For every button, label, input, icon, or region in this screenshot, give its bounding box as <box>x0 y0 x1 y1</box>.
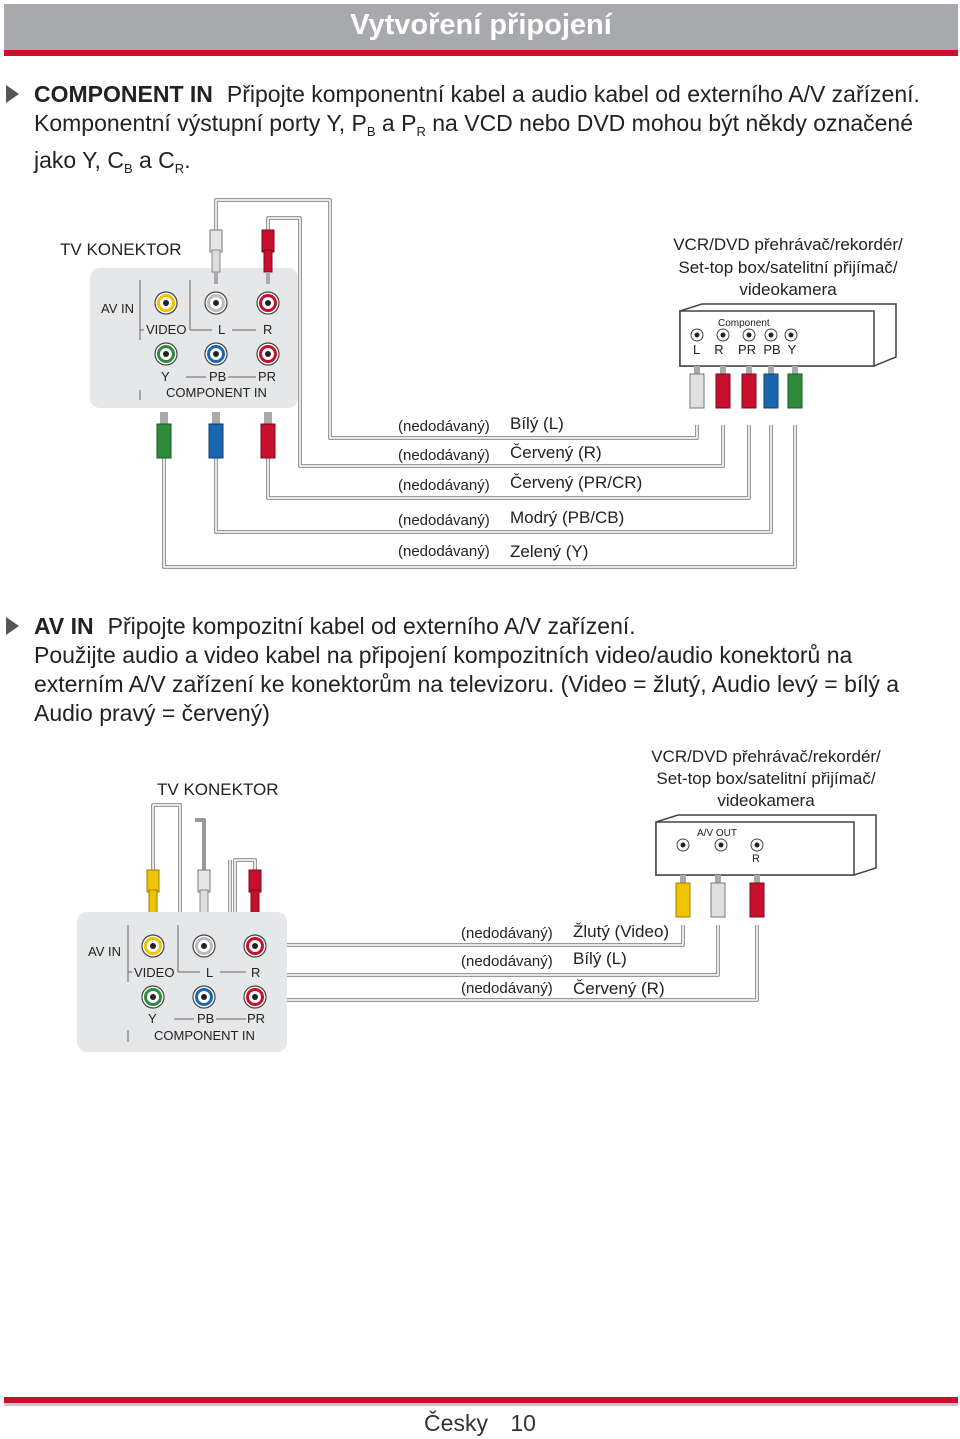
diagram1-not-supplied-4: (nedodávaný) <box>398 512 490 529</box>
section2-line3: externím A/V zařízení ke konektorům na t… <box>34 671 900 697</box>
diagram1-device-line1: VCR/DVD přehrávač/rekordér/ <box>673 235 903 254</box>
diagram1-cable-label-y: Zelený (Y) <box>510 542 588 561</box>
diagram2-r-label: R <box>251 965 260 980</box>
footer: Česky 10 <box>0 1410 960 1437</box>
diagram1-y-label: Y <box>161 369 170 384</box>
diagram2-audio-l-jack-icon <box>192 934 216 958</box>
diagram2-l-label: L <box>206 965 213 980</box>
diagram1-not-supplied-5: (nedodávaný) <box>398 543 490 560</box>
diagram2-not-supplied-2: (nedodávaný) <box>461 953 553 970</box>
diagram1-video-jack-icon <box>154 291 178 315</box>
diagram2-tv-label: TV KONEKTOR <box>157 780 279 799</box>
diagram2-not-supplied-3: (nedodávaný) <box>461 980 553 997</box>
diagram1-device-ports-label: L R PR PB Y <box>693 342 797 357</box>
diagram2-tv-panel <box>77 912 287 1052</box>
diagram2-pb-label: PB <box>197 1011 214 1026</box>
page-title: Vytvoření připojení <box>350 9 612 41</box>
diagram1-pr-label: PR <box>258 369 276 384</box>
diagram1-device-jacks <box>690 328 798 342</box>
diagram2-device-line1: VCR/DVD přehrávač/rekordér/ <box>651 747 881 766</box>
diagram1-device-plugs <box>689 366 803 409</box>
diagram1-cable-label-pr: Červený (PR/CR) <box>510 473 642 492</box>
diagram1-audio-r-jack-icon <box>256 291 280 315</box>
diagram1-not-supplied-2: (nedodávaný) <box>398 447 490 464</box>
footer-language: Česky <box>424 1410 488 1436</box>
diagram2-device-r-label: R <box>752 853 760 865</box>
diagram1-video-label: VIDEO <box>146 322 186 337</box>
footer-gray-rule <box>4 1403 958 1406</box>
diagram1-device-line3: videokamera <box>739 280 837 299</box>
section1-line3: jako Y, CB a CR. <box>34 147 191 176</box>
diagram1-blue-plug-icon <box>208 412 224 459</box>
diagram1-audio-l-jack-icon <box>204 291 228 315</box>
diagram2-video-jack-icon <box>141 934 165 958</box>
diagram2-device-plugs <box>675 875 765 918</box>
diagram2-device-av-out-label: A/V OUT <box>697 828 737 839</box>
diagram2-white-plug-icon <box>197 869 211 926</box>
diagram1-device-line2: Set-top box/satelitní přijímač/ <box>678 258 897 277</box>
diagram1-av-in-label: AV IN <box>101 301 134 316</box>
bullet-triangle-icon <box>6 85 19 103</box>
diagram1-pb-label: PB <box>209 369 226 384</box>
diagram2-device-line2: Set-top box/satelitní přijímač/ <box>656 769 875 788</box>
diagram2-component-in-label: COMPONENT IN <box>154 1028 255 1043</box>
diagram2-device-box <box>655 814 877 876</box>
diagram2-device-jacks <box>676 838 764 852</box>
diagram1-y-jack-icon <box>154 342 178 366</box>
section1-heading: COMPONENT IN <box>34 81 213 107</box>
diagram2-pr-label: PR <box>247 1011 265 1026</box>
diagram1-not-supplied-1: (nedodávaný) <box>398 418 490 435</box>
diagram1-tv-label: TV KONEKTOR <box>60 240 182 259</box>
diagram1-device-component-label: Component <box>718 318 770 329</box>
header-red-rule <box>4 50 958 56</box>
diagram2-cable-label-white: Bílý (L) <box>573 949 627 968</box>
header-bar <box>4 4 958 54</box>
diagram1-component-in-label: COMPONENT IN <box>166 385 267 400</box>
diagram2-av-in-label: AV IN <box>88 944 121 959</box>
diagram1-cable-label-white: Bílý (L) <box>510 414 564 433</box>
diagram1-cable-label-pb: Modrý (PB/CB) <box>510 508 624 527</box>
section2-line4: Audio pravý = červený) <box>34 700 270 726</box>
footer-red-rule <box>4 1397 958 1403</box>
diagram1-pr-jack-icon <box>256 342 280 366</box>
diagram1-l-label: L <box>218 322 225 337</box>
diagram1-white-plug-top-icon <box>209 229 223 284</box>
bullet-triangle-icon <box>6 617 19 635</box>
diagram1-pb-jack-icon <box>204 342 228 366</box>
diagram2-pb-jack-icon <box>192 985 216 1009</box>
section2-line2: Použijte audio a video kabel na připojen… <box>34 642 853 668</box>
diagram1-red-plug-icon <box>260 412 276 459</box>
diagram1-not-supplied-3: (nedodávaný) <box>398 477 490 494</box>
diagram2-pr-jack-icon <box>243 985 267 1009</box>
diagram1-r-label: R <box>263 322 272 337</box>
section1-line2: Komponentní výstupní porty Y, PB a PR na… <box>34 110 913 139</box>
diagram1-cable-label-red: Červený (R) <box>510 443 602 462</box>
diagram1-red-plug-top-icon <box>261 229 275 284</box>
diagram2-y-jack-icon <box>141 985 165 1009</box>
diagram2-video-label: VIDEO <box>134 965 174 980</box>
diagram2-not-supplied-1: (nedodávaný) <box>461 925 553 942</box>
diagram1-green-plug-icon <box>156 412 172 459</box>
diagram2-y-label: Y <box>148 1011 157 1026</box>
diagram2-cable-label-red: Červený (R) <box>573 979 665 998</box>
diagram2-device-line3: videokamera <box>717 791 815 810</box>
diagram2-cable-label-yellow: Žlutý (Video) <box>573 922 669 941</box>
section2-heading: AV IN <box>34 613 94 639</box>
diagram2-audio-r-jack-icon <box>243 934 267 958</box>
page-number: 10 <box>510 1410 536 1436</box>
diagram1-tv-panel <box>90 268 298 408</box>
